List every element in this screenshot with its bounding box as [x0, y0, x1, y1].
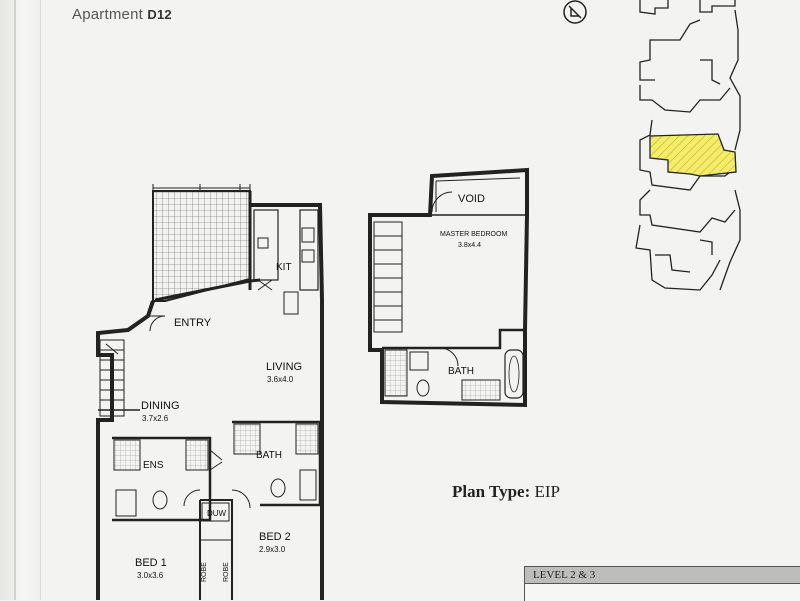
bath-lower-label: BATH — [256, 450, 282, 461]
dining-label: DINING — [141, 400, 180, 412]
bed1-label: BED 1 — [135, 557, 167, 569]
robe-label-2: ROBE — [223, 562, 230, 582]
level-heading: LEVEL 2 & 3 — [525, 567, 800, 584]
duw-label: DUW — [207, 509, 227, 518]
living-dimension: 3.6x4.0 — [267, 375, 294, 384]
page-title: Apartment D12 — [72, 6, 172, 23]
binder-margin — [0, 0, 41, 600]
bed1-dimension: 3.0x3.6 — [137, 571, 164, 580]
title-prefix: Apartment — [72, 6, 148, 23]
living-label: LIVING — [266, 361, 302, 373]
master-bedroom-label: MASTER BEDROOM — [440, 231, 507, 238]
entry-label: ENTRY — [174, 317, 212, 329]
robe-label-1: ROBE — [201, 562, 208, 582]
unit-number: D12 — [147, 7, 172, 22]
ensuite-label: ENS — [143, 460, 164, 471]
plan-type-value: EIP — [534, 482, 561, 501]
upper-level-plan: VOID MASTER BEDROOM 3.8x4.4 BATH — [368, 167, 529, 408]
bed2-label: BED 2 — [259, 531, 291, 543]
key-plan — [635, 0, 741, 291]
binder-line — [14, 0, 16, 600]
plan-type: Plan Type: EIP — [452, 482, 560, 502]
dining-dimension: 3.7x2.6 — [142, 414, 169, 423]
level-table: LEVEL 2 & 3 — [524, 566, 800, 601]
bath-upper-label: BATH — [448, 366, 474, 377]
plan-type-label: Plan Type: — [452, 482, 531, 501]
void-label: VOID — [458, 193, 485, 205]
highlighted-unit — [649, 133, 737, 177]
master-bedroom-dimension: 3.8x4.4 — [458, 242, 481, 249]
lower-level-plan: KIT DUW ROBE ROBE — [96, 184, 324, 600]
north-compass-icon — [563, 0, 587, 24]
bed2-dimension: 2.9x3.0 — [259, 545, 286, 554]
kitchen-label: KIT — [276, 262, 292, 273]
